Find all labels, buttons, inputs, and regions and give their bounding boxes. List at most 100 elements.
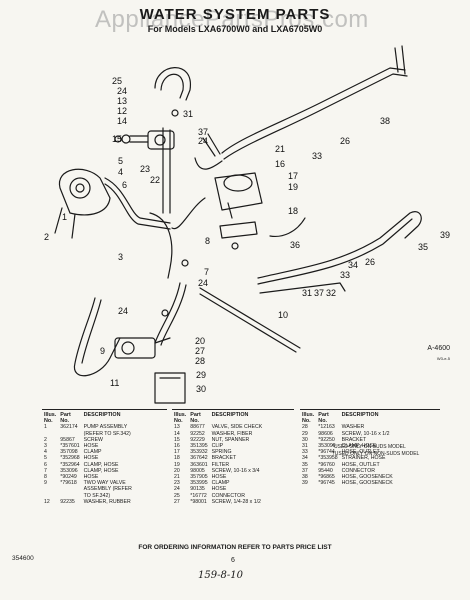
part-number-cell: 95867 (60, 436, 75, 443)
illus-cell: 25 (174, 492, 180, 499)
callout-23: 23 (140, 164, 150, 174)
callout-26: 26 (365, 257, 375, 267)
bracket (219, 221, 258, 239)
part-number-cell: 363601 (190, 461, 208, 468)
watermark-text: AppliancePartsPros.com (95, 6, 369, 33)
callout-18: 18 (288, 206, 298, 216)
part-number-cell: 353096 (60, 467, 78, 474)
part-number-cell: 353995 (190, 480, 208, 487)
page-subtitle: For Models LXA6700W0 and LXA6705W0 (147, 24, 323, 34)
part-number-cell: *352964 (60, 461, 80, 468)
illus-cell: 30 (302, 436, 308, 443)
callout-30: 30 (196, 384, 206, 394)
model-notes: *USED ONLY ON SUDS MODEL †USED ONLY ON N… (332, 444, 420, 457)
callout-8: 8 (205, 236, 210, 246)
two-way-valve (114, 337, 171, 359)
description-cell: CLAMP (211, 480, 230, 487)
description-cell: WASHER, FIBER (211, 430, 253, 437)
callout-24: 24 (117, 86, 127, 96)
part-number-cell: *92250 (318, 436, 335, 443)
part-number-cell: 88677 (190, 424, 205, 431)
callout-32: 32 (326, 288, 336, 298)
illus-cell: 19 (174, 461, 180, 468)
callout-5: 5 (118, 156, 123, 166)
check-valve (147, 130, 175, 150)
callout-9: 9 (100, 346, 105, 356)
pump-assembly (54, 168, 111, 239)
callout-15: 15 (112, 134, 122, 144)
table-header: Illus. No. Part No. DESCRIPTION (172, 412, 264, 424)
part-number-cell: 351395 (190, 443, 208, 450)
description-cell: CLAMP (83, 449, 102, 456)
description-cell: HOSE (83, 443, 99, 450)
part-number-cell: 92229 (190, 436, 205, 443)
callout-35: 35 (418, 242, 428, 252)
description-cell: WASHER (341, 424, 365, 431)
description-cell: HOSE, OUTLET (341, 461, 380, 468)
illus-cell: 33 (302, 449, 308, 456)
header-desc: DESCRIPTION (211, 412, 249, 418)
table-row: 33 *96744 HOSE, OUTLET (300, 449, 395, 455)
description-cell: HOSE (83, 474, 99, 481)
description-cell: CLAMP, HOSE (341, 443, 377, 450)
description-cell: TWO WAY VALVE (83, 480, 126, 487)
header-illus: Illus. No. (174, 412, 187, 425)
illus-cell: 16 (174, 443, 180, 450)
description-cell: WASHER, RUBBER (83, 498, 131, 505)
header-part: Part No. (60, 412, 71, 425)
ordering-note: FOR ORDERING INFORMATION REFER TO PARTS … (138, 544, 332, 551)
callout-13: 13 (117, 96, 127, 106)
part-number-cell: *98001 (190, 498, 207, 505)
table-row: TO SF.342) (42, 493, 134, 499)
description-cell: ASSEMBLY (REFER (83, 486, 132, 493)
figure-reference-small: W3-e-5 (436, 356, 450, 361)
illus-cell: 2 (44, 436, 47, 443)
callout-31: 31 (183, 109, 193, 119)
callout-11: 11 (110, 378, 119, 388)
part-number-cell: 95440 (318, 467, 333, 474)
description-cell: PUMP ASSEMBLY (83, 424, 128, 431)
callout-19: 19 (288, 182, 298, 192)
description-cell: HOSE, OUTLET (341, 449, 380, 456)
callout-14: 14 (117, 116, 127, 126)
part-number-cell: *12163 (318, 424, 335, 431)
callout-28: 28 (195, 356, 205, 366)
table-rule (42, 409, 167, 410)
illus-cell: 20 (174, 467, 180, 474)
document-code: 354600 (12, 555, 34, 562)
callout-37: 37 (198, 127, 208, 137)
description-cell: BRACKET (341, 436, 367, 443)
illus-cell: 6 (44, 461, 47, 468)
part-number-cell: *96744 (318, 449, 335, 456)
callout-10: 10 (278, 310, 288, 320)
illus-cell: 4 (44, 449, 47, 456)
callout-6: 6 (122, 180, 127, 190)
callout-31: 31 (302, 288, 312, 298)
callout-20: 20 (195, 336, 205, 346)
part-number-cell: *16772 (190, 492, 207, 499)
callout-1: 1 (62, 212, 67, 222)
header-illus: Illus. No. (44, 412, 57, 425)
figure-reference-code: A-4600 (427, 345, 450, 352)
description-cell: CONNECTOR (341, 467, 375, 474)
part-number-cell: 98606 (318, 430, 333, 437)
description-cell: FILTER (211, 461, 230, 468)
callout-4: 4 (118, 167, 123, 177)
illus-cell: 24 (174, 486, 180, 493)
illus-cell: 29 (302, 430, 308, 437)
